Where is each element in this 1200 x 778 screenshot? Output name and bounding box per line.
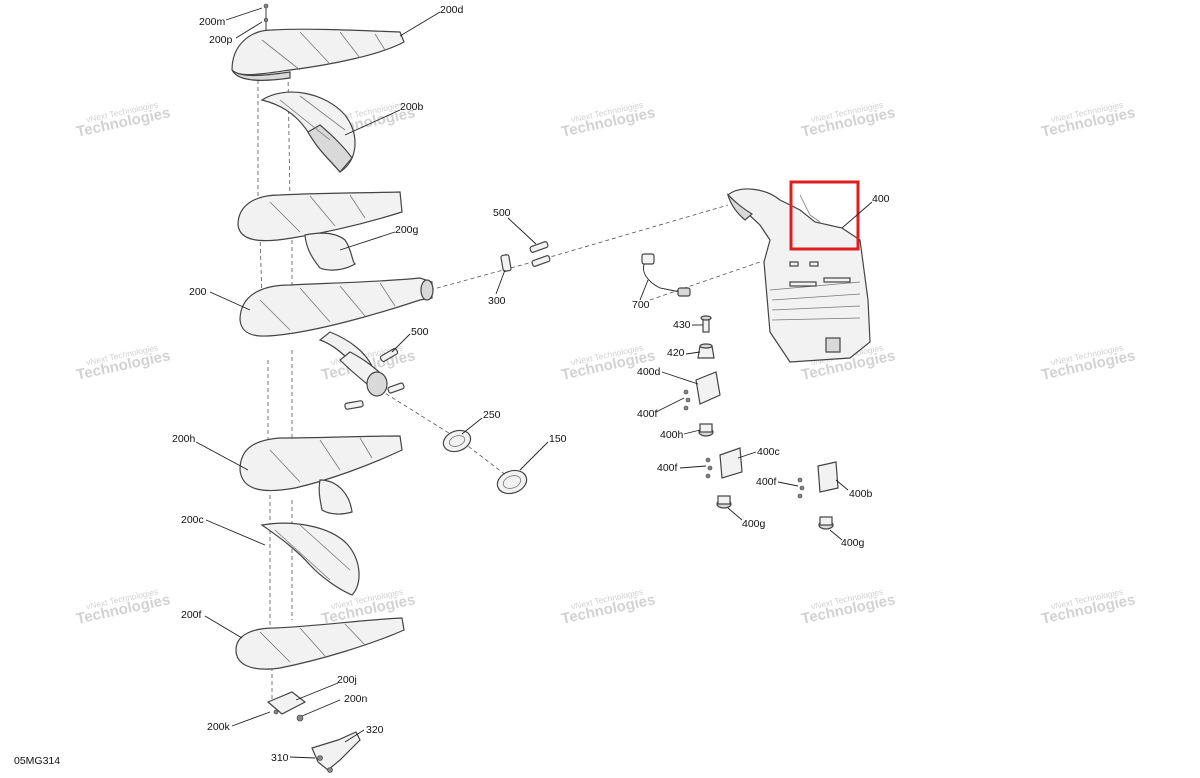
callout-label: 200f — [181, 609, 202, 621]
callout-label: 310 — [271, 752, 289, 764]
part-200m-bolt — [263, 3, 269, 30]
callout-label: 200p — [209, 34, 233, 46]
callout-label: 430 — [673, 319, 691, 331]
callout-label: 400f — [657, 462, 678, 474]
figure-code: 05MG314 — [14, 755, 60, 767]
callout-label: 400 — [872, 193, 890, 205]
callout-label: 400d — [637, 366, 661, 378]
connection-line — [649, 261, 761, 301]
callout-label: 700 — [632, 299, 650, 311]
part-300-clamp — [500, 254, 512, 272]
part-400g-grommet — [818, 516, 834, 530]
part-430-bolt — [700, 315, 712, 333]
highlight-box — [789, 180, 860, 251]
watermarks: vNext Technologies Technologies vNext Te… — [75, 99, 1137, 627]
connection-line — [429, 204, 729, 291]
callout-label: 400h — [660, 429, 684, 441]
part-200j-bracket — [266, 691, 307, 722]
callout-label: 200h — [172, 433, 196, 445]
callout-label: 200k — [207, 721, 231, 733]
callout-label: 400f — [637, 408, 658, 420]
leader-lines — [195, 7, 873, 759]
assembly-axis-line — [257, 80, 273, 700]
part-200c-heat-shield — [260, 522, 360, 596]
part-400g-grommet — [716, 495, 732, 509]
callout-label: 200 — [189, 286, 207, 298]
part-400h-grommet — [698, 423, 714, 437]
callout-label: 400c — [757, 446, 780, 458]
callout-label: 400g — [742, 518, 766, 530]
callout-label: 200g — [395, 224, 419, 236]
part-150-gasket — [496, 469, 528, 495]
part-400d-bracket — [683, 371, 721, 411]
callout-label: 200n — [344, 693, 368, 705]
part-200h-heat-shield — [239, 435, 403, 515]
callout-label: 200m — [199, 16, 226, 28]
callout-label: 500 — [411, 326, 429, 338]
part-200g-shield — [237, 191, 403, 271]
callout-label: 200c — [181, 514, 204, 526]
part-320-hanger — [311, 731, 361, 773]
callout-label: 400f — [756, 476, 777, 488]
part-700-sensor — [641, 253, 691, 297]
part-exhaust-elbow — [339, 351, 388, 397]
callout-label: 420 — [667, 347, 685, 359]
part-400b-bracket — [797, 461, 839, 499]
part-200b-curved-shield — [260, 91, 356, 173]
callout-label: 200b — [400, 101, 424, 113]
part-500-spring-lower — [344, 348, 405, 410]
callout-label: 320 — [366, 724, 384, 736]
callout-label: 500 — [493, 207, 511, 219]
callout-label: 400b — [849, 488, 873, 500]
part-250-gasket — [442, 429, 472, 453]
callout-label: 400g — [841, 537, 865, 549]
part-500-spring-upper — [529, 241, 551, 267]
part-200d-heat-shield — [231, 28, 405, 81]
callout-label: 150 — [549, 433, 567, 445]
part-420-grommet — [697, 343, 715, 359]
callout-label: 250 — [483, 409, 501, 421]
callout-label: 200j — [337, 674, 357, 686]
assembly-axis-line — [287, 74, 293, 620]
callout-label: 200d — [440, 4, 464, 16]
part-400-muffler — [726, 188, 871, 363]
part-200f-heat-shield — [235, 617, 405, 670]
part-400c-bracket — [705, 447, 743, 479]
callout-labels: 200m 200p 200d 200b 200g 200 500 300 500… — [172, 4, 890, 764]
callout-label: 300 — [488, 295, 506, 307]
